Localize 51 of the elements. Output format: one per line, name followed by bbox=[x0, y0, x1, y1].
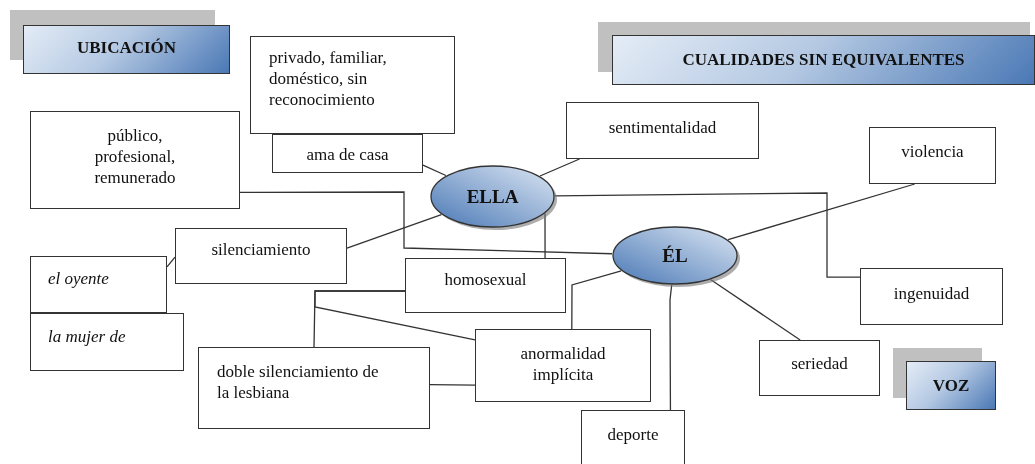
node-text: violencia bbox=[900, 141, 965, 162]
text-box bbox=[30, 313, 184, 371]
node-text: seriedad bbox=[790, 353, 849, 374]
text-box bbox=[581, 410, 685, 464]
node-text: deporte bbox=[606, 424, 660, 445]
ellipse-node bbox=[430, 165, 555, 228]
text-box bbox=[475, 329, 651, 402]
node-text: sentimentalidad bbox=[607, 117, 718, 138]
header-box bbox=[906, 361, 996, 410]
text-box bbox=[250, 36, 455, 134]
text-box bbox=[869, 127, 996, 184]
text-box bbox=[30, 256, 167, 313]
connector-line bbox=[166, 256, 176, 268]
text-box bbox=[272, 134, 423, 173]
connector-line bbox=[539, 158, 581, 177]
text-box bbox=[566, 102, 759, 159]
connector-line bbox=[727, 183, 916, 241]
node-text: privado, familiar, doméstico, sin reconocimiento bbox=[268, 47, 388, 110]
node-text: ÉL bbox=[661, 245, 689, 266]
text-box bbox=[860, 268, 1003, 325]
node-text: público, profesional, remunerado bbox=[93, 125, 177, 188]
node-text: ELLA bbox=[465, 186, 520, 207]
connector-line bbox=[710, 279, 801, 341]
connector-line bbox=[314, 290, 476, 341]
ellipse-node bbox=[612, 226, 738, 285]
header-box bbox=[612, 35, 1035, 85]
connector-line bbox=[669, 284, 673, 411]
node-text: anormalidad implícita bbox=[519, 343, 607, 385]
node-text: el oyente bbox=[47, 268, 110, 289]
header-text: UBICACIÓN bbox=[75, 37, 178, 58]
connector-line bbox=[544, 213, 546, 259]
text-box bbox=[30, 111, 240, 209]
header-box bbox=[23, 25, 230, 74]
node-text: silenciamiento bbox=[210, 239, 312, 260]
text-box bbox=[175, 228, 347, 284]
node-text: ingenuidad bbox=[892, 283, 971, 304]
text-box bbox=[405, 258, 566, 313]
header-text: VOZ bbox=[931, 375, 971, 396]
connector-line bbox=[554, 192, 861, 278]
connector-line bbox=[571, 270, 622, 330]
connector-line bbox=[422, 164, 447, 177]
text-box bbox=[198, 347, 430, 429]
header-text: CUALIDADES SIN EQUIVALENTES bbox=[681, 49, 966, 70]
node-text: ama de casa bbox=[305, 144, 390, 165]
text-box bbox=[759, 340, 880, 396]
connector-line bbox=[239, 191, 613, 255]
connector-line bbox=[346, 214, 443, 249]
node-text: doble silenciamiento de la lesbiana bbox=[216, 361, 380, 403]
node-text: homosexual bbox=[443, 269, 528, 290]
connector-line bbox=[429, 384, 476, 386]
node-text: la mujer de bbox=[47, 326, 127, 347]
